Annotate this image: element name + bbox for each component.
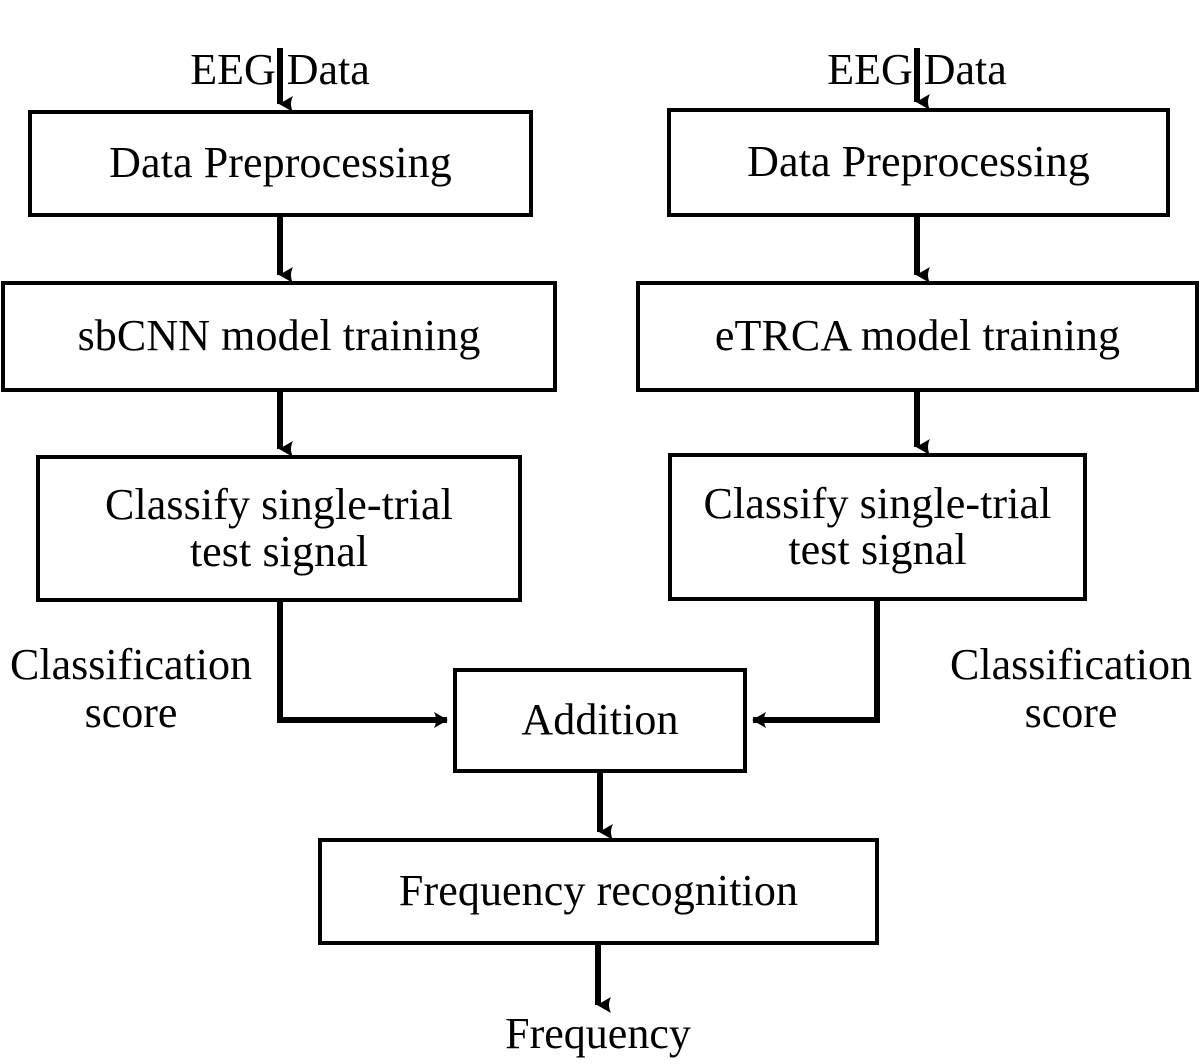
node-preprocess-left[interactable]: Data Preprocessing bbox=[28, 110, 533, 217]
label-classification-score-left: Classification score bbox=[10, 640, 252, 737]
label-classification-score-right: Classification score bbox=[950, 640, 1192, 737]
edge-classify-right-to-addition bbox=[752, 601, 880, 728]
node-preprocess-right-label: Data Preprocessing bbox=[747, 137, 1090, 187]
node-sbcnn-training[interactable]: sbCNN model training bbox=[1, 281, 557, 392]
node-sbcnn-training-label: sbCNN model training bbox=[77, 311, 481, 361]
node-addition-label: Addition bbox=[521, 695, 679, 745]
label-eeg-data-left: EEG Data bbox=[130, 0, 430, 93]
node-classify-left-label: Classify single-trial test signal bbox=[105, 480, 453, 576]
node-preprocess-right[interactable]: Data Preprocessing bbox=[667, 108, 1170, 217]
node-classify-left[interactable]: Classify single-trial test signal bbox=[36, 455, 522, 602]
eeg-data-left-text: EEG Data bbox=[190, 44, 370, 94]
node-classify-right-label: Classify single-trial test signal bbox=[703, 478, 1052, 574]
node-etrca-training[interactable]: eTRCA model training bbox=[636, 281, 1199, 392]
edge-classify-left-to-addition bbox=[277, 602, 448, 728]
node-frequency-recognition[interactable]: Frequency recognition bbox=[318, 838, 879, 945]
node-etrca-training-label: eTRCA model training bbox=[714, 311, 1121, 361]
node-classify-right[interactable]: Classify single-trial test signal bbox=[668, 453, 1087, 601]
label-frequency-output: Frequency bbox=[505, 1009, 691, 1058]
label-eeg-data-right: EEG Data bbox=[767, 0, 1067, 93]
eeg-data-right-text: EEG Data bbox=[827, 44, 1007, 94]
node-preprocess-left-label: Data Preprocessing bbox=[109, 138, 452, 188]
node-addition[interactable]: Addition bbox=[453, 668, 747, 773]
node-frequency-recognition-label: Frequency recognition bbox=[398, 866, 799, 916]
